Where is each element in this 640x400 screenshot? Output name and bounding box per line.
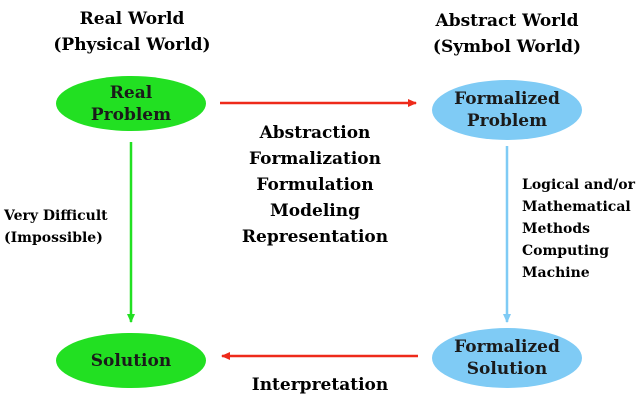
methods-line: Computing [522, 243, 610, 259]
header-line: Real World [79, 9, 185, 29]
real-problem-node: Real Problem [56, 76, 206, 131]
difficulty-line: (Impossible) [4, 230, 103, 246]
formalized-problem-node: Formalized Problem [432, 80, 582, 140]
methods-label: Logical and/or Mathematical Methods Comp… [522, 174, 638, 284]
abstraction-label: Formalization [248, 149, 382, 169]
formalized-solution-node: Formalized Solution [432, 328, 582, 388]
node-label: Problem [90, 104, 172, 125]
methods-line: Mathematical [522, 199, 631, 215]
abstraction-label: Modeling [269, 201, 361, 221]
methods-line: Logical and/or [522, 177, 635, 193]
abstraction-labels: Abstraction Formalization Formulation Mo… [230, 120, 400, 250]
node-label: Problem [466, 111, 548, 131]
header-line: (Physical World) [53, 35, 211, 55]
interpretation-label: Interpretation [251, 375, 389, 395]
methods-line: Machine [522, 265, 590, 281]
abstraction-label: Representation [241, 227, 389, 247]
abstraction-label: Formulation [256, 175, 374, 195]
methods-line: Methods [522, 221, 591, 237]
solution-node: Solution [56, 333, 206, 388]
node-label: Solution [466, 359, 548, 379]
node-label: Formalized [454, 89, 560, 109]
very-difficult-label: Very Difficult (Impossible) [4, 205, 124, 249]
node-label: Solution [90, 350, 172, 371]
real-world-header: Real World (Physical World) [50, 6, 214, 58]
header-line: Abstract World [435, 11, 579, 31]
difficulty-line: Very Difficult [4, 208, 108, 224]
node-label: Real [109, 82, 153, 103]
header-line: (Symbol World) [432, 37, 582, 57]
abstraction-label: Abstraction [259, 123, 371, 143]
abstract-world-header: Abstract World (Symbol World) [424, 8, 590, 60]
node-label: Formalized [454, 337, 560, 357]
